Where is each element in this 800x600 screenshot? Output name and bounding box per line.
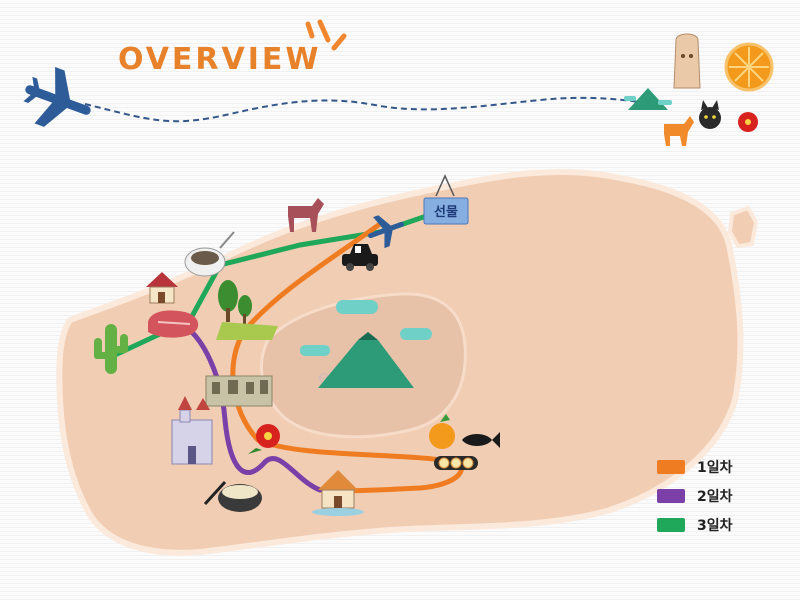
fish-icon [462,432,500,448]
steak-icon [148,310,199,338]
page-title: OVERVIEW [118,42,322,77]
route-day-1 [230,221,464,494]
legend-swatch [657,488,685,503]
legend-label: 1일차 [697,459,733,476]
car-icon [342,244,378,271]
legend-label: 2일차 [697,488,733,505]
dol-hareubang-icon [673,33,701,89]
legend-item-day-1: 1일차 [657,452,733,481]
trees-icon [216,280,278,340]
horse-icon [288,198,324,232]
gift-sign: 선물 [423,174,469,225]
guesthouse-icon [312,470,364,516]
village-icon [205,375,273,407]
castle-icon [171,396,213,465]
legend-swatch [657,459,685,474]
horse-icon [664,116,694,146]
camellia-icon [738,112,758,132]
hallasan-mountain-icon [300,300,432,388]
legend-item-day-3: 3일차 [657,510,733,539]
legend-label: 3일차 [697,517,733,534]
airplane-icon [23,67,91,127]
legend-swatch [657,517,685,532]
cactus-icon [94,324,128,374]
accent-marks [305,19,347,51]
gimbap-icon [434,456,478,470]
house-icon [146,272,178,304]
legend: 1일차 2일차 3일차 [657,452,733,539]
orange-slice-icon [724,42,774,92]
legend-item-day-2: 2일차 [657,481,733,510]
noodle-bowl-icon [184,231,235,277]
airplane-icon [368,215,404,249]
flight-path [84,96,641,123]
tangerine-icon [429,414,455,449]
route-day-2 [175,319,323,493]
gift-sign-label: 선물 [434,204,458,220]
porridge-bowl-icon [203,480,262,512]
mountain-small-icon [624,88,672,110]
cat-icon [699,100,721,129]
camellia-icon [248,424,280,454]
